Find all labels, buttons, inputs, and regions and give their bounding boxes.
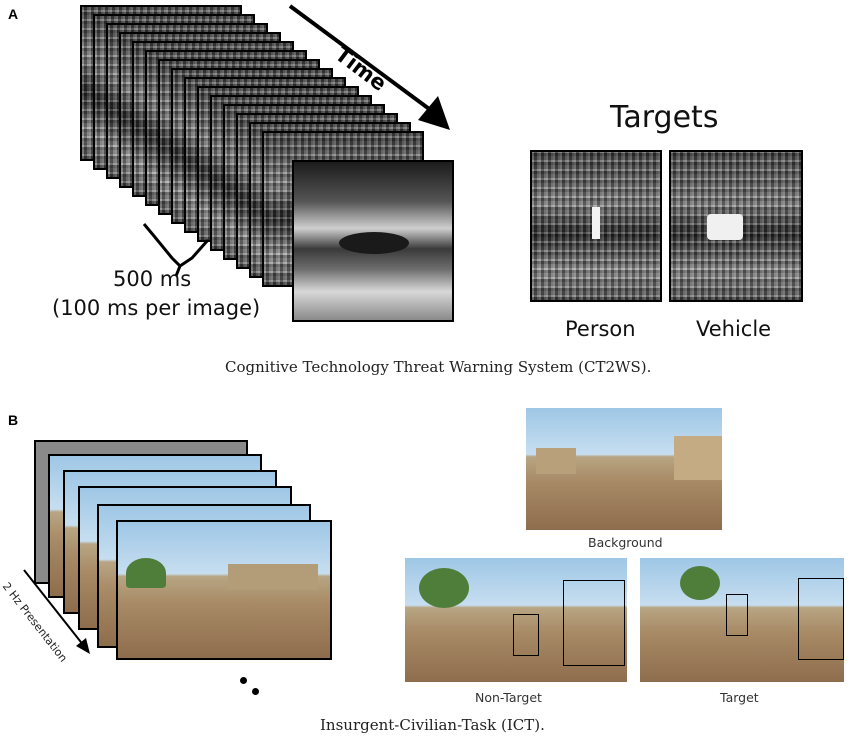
zoom-inset	[563, 580, 625, 666]
building-shape	[674, 436, 722, 480]
non-target-image	[405, 558, 627, 682]
time-arrow-icon	[288, 4, 450, 130]
per-image-label: (100 ms per image)	[52, 296, 261, 320]
person-label: Person	[565, 317, 636, 341]
vehicle-label: Vehicle	[696, 317, 772, 341]
non-target-label: Non-Target	[475, 690, 542, 705]
front-frame	[116, 520, 332, 660]
duration-label: 500 ms	[113, 267, 192, 291]
panel-b-letter: B	[8, 412, 19, 428]
building-shape	[228, 564, 318, 590]
caption-b: Insurgent-Civilian-Task (ICT).	[320, 716, 545, 734]
caption-a: Cognitive Technology Threat Warning Syst…	[225, 358, 652, 376]
building-shape	[536, 448, 576, 474]
vehicle-figure	[707, 214, 743, 240]
person-figure	[592, 207, 600, 239]
ellipsis-dot	[240, 677, 247, 684]
presentation-arrow-icon	[23, 569, 90, 654]
ellipsis-dot	[252, 688, 259, 695]
palm-shape	[126, 558, 166, 588]
palm-shape	[419, 568, 469, 608]
vehicle-target-image	[669, 150, 803, 302]
frame-stack-a	[0, 0, 470, 330]
palm-shape	[680, 566, 720, 600]
zoom-box	[513, 614, 539, 656]
front-frame	[292, 160, 454, 322]
background-label: Background	[588, 535, 663, 550]
target-label: Target	[720, 690, 759, 705]
person-target-image	[530, 150, 662, 302]
targets-title: Targets	[610, 100, 719, 135]
zoom-box	[726, 594, 748, 636]
panel-a-letter: A	[8, 6, 19, 22]
frame-stack-b	[0, 430, 340, 660]
background-image	[526, 408, 722, 530]
duration-bracket	[142, 223, 210, 277]
target-image	[640, 558, 844, 682]
bush-shape	[339, 232, 409, 254]
zoom-inset	[798, 578, 844, 660]
